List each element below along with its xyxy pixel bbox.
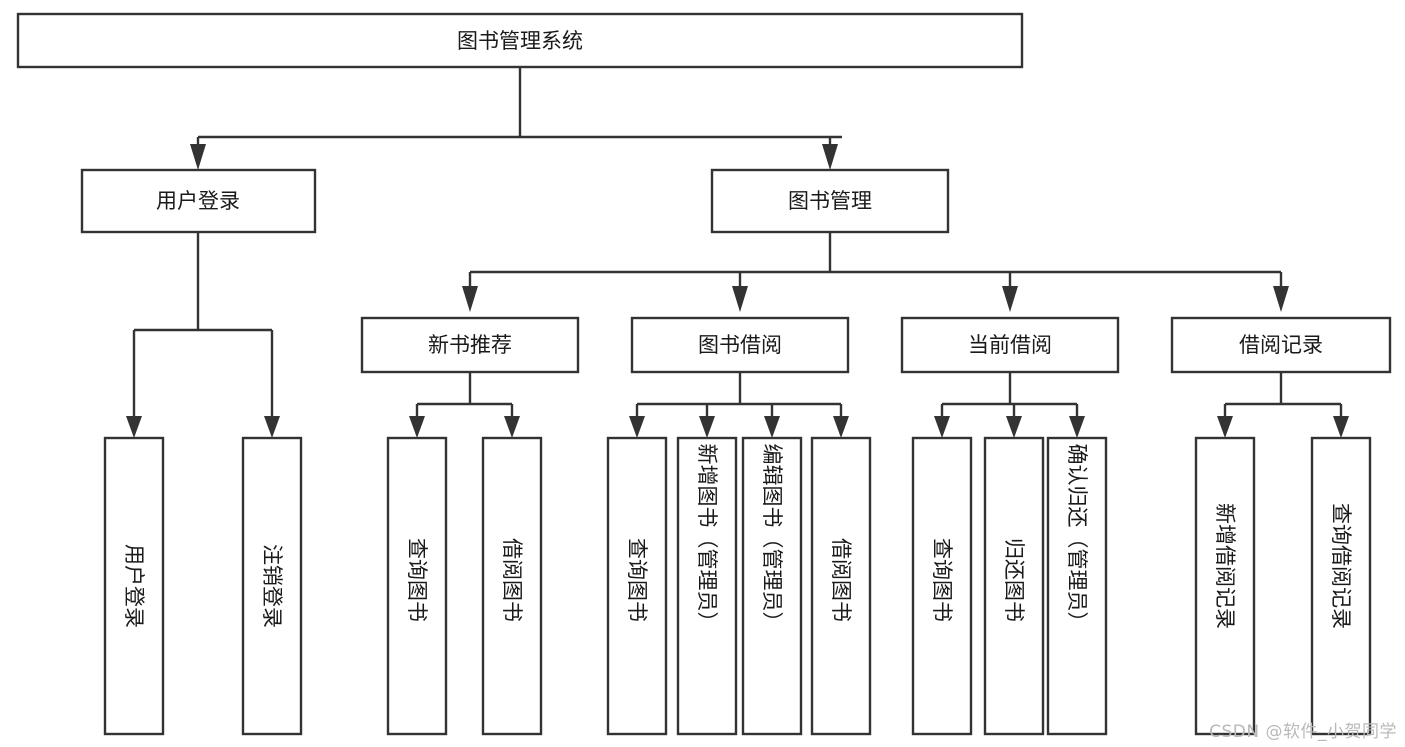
node-leaf-6[interactable]: 新增图书（管理员） — [676, 436, 738, 736]
node-leaf-11[interactable]: 确认归还（管理员） — [1046, 436, 1108, 736]
arrow-to-leaf-6 — [699, 416, 715, 438]
node-leaf-5-label: 查询图书 — [625, 538, 649, 622]
node-leaf-7-box[interactable] — [741, 436, 803, 736]
node-borrow-box[interactable] — [630, 316, 850, 374]
arrow-to-leaf-7 — [764, 416, 780, 438]
node-bookmgmt-label: 图书管理 — [788, 189, 872, 213]
arrow-to-bookmgmt — [822, 144, 838, 170]
node-leaf-6-box[interactable] — [676, 436, 738, 736]
node-leaf-8-label: 借阅图书 — [829, 538, 853, 622]
node-newbook[interactable]: 新书推荐 — [360, 316, 580, 374]
node-leaf-5-box[interactable] — [606, 436, 668, 736]
edge-login-trunk — [132, 232, 274, 428]
node-leaf-12[interactable]: 新增借阅记录 — [1194, 436, 1256, 736]
node-leaf-13-label: 查询借阅记录 — [1329, 503, 1353, 629]
node-leaf-4-box[interactable] — [481, 436, 543, 736]
arrow-to-leaf-11 — [1069, 416, 1085, 438]
edge-records-trunk — [1223, 372, 1343, 428]
node-login-label: 用户登录 — [156, 189, 240, 213]
node-leaf-7[interactable]: 编辑图书（管理员） — [741, 436, 803, 736]
node-root[interactable]: 图书管理系统 — [16, 12, 1024, 69]
node-current-label: 当前借阅 — [968, 333, 1052, 357]
node-leaf-1[interactable]: 用户登录 — [103, 436, 165, 736]
arrow-to-leaf-10 — [1006, 416, 1022, 438]
node-leaf-12-box[interactable] — [1194, 436, 1256, 736]
edge-root-trunk — [196, 67, 842, 160]
node-leaf-2-label: 注销登录 — [260, 544, 284, 628]
node-newbook-label: 新书推荐 — [428, 333, 512, 357]
node-current-box[interactable] — [900, 316, 1120, 374]
node-leaf-1-box[interactable] — [103, 436, 165, 736]
node-leaf-1-label: 用户登录 — [122, 544, 146, 628]
node-leaf-4[interactable]: 借阅图书 — [481, 436, 543, 736]
arrow-to-leaf-1 — [126, 416, 142, 438]
arrow-to-leaf-4 — [504, 416, 520, 438]
node-leaf-11-label: 确认归还（管理员） — [1065, 444, 1089, 633]
node-leaf-13-box[interactable] — [1310, 436, 1372, 736]
arrow-to-records — [1273, 286, 1289, 312]
node-leaf-4-label: 借阅图书 — [500, 538, 524, 622]
arrow-to-borrow — [732, 286, 748, 312]
node-leaf-9-box[interactable] — [911, 436, 973, 736]
node-root-box[interactable] — [16, 12, 1024, 69]
node-leaf-7-label: 编辑图书（管理员） — [760, 444, 784, 633]
arrow-to-leaf-2 — [264, 416, 280, 438]
node-borrow-label: 图书借阅 — [698, 333, 782, 357]
edge-newbook-trunk — [415, 372, 514, 428]
edge-borrow-trunk — [635, 372, 843, 428]
node-records-label: 借阅记录 — [1239, 333, 1323, 357]
node-leaf-9-label: 查询图书 — [930, 538, 954, 622]
node-leaf-10-label: 归还图书 — [1002, 538, 1026, 622]
node-leaf-2[interactable]: 注销登录 — [241, 436, 303, 736]
node-leaf-3-box[interactable] — [386, 436, 448, 736]
node-borrow[interactable]: 图书借阅 — [630, 316, 850, 374]
arrow-to-leaf-5 — [629, 416, 645, 438]
edges-layer — [132, 67, 1343, 428]
arrow-to-leaf-3 — [409, 416, 425, 438]
arrow-to-leaf-8 — [833, 416, 849, 438]
arrow-to-current — [1002, 286, 1018, 312]
node-leaf-3[interactable]: 查询图书 — [386, 436, 448, 736]
node-leaf-12-label: 新增借阅记录 — [1213, 503, 1237, 629]
node-root-label: 图书管理系统 — [457, 29, 583, 53]
node-newbook-box[interactable] — [360, 316, 580, 374]
node-leaf-5[interactable]: 查询图书 — [606, 436, 668, 736]
node-records[interactable]: 借阅记录 — [1170, 316, 1392, 374]
node-bookmgmt-box[interactable] — [710, 168, 950, 234]
node-leaf-2-box[interactable] — [241, 436, 303, 736]
arrow-to-newbook — [462, 286, 478, 312]
node-leaf-13[interactable]: 查询借阅记录 — [1310, 436, 1372, 736]
arrow-to-leaf-9 — [934, 416, 950, 438]
node-bookmgmt[interactable]: 图书管理 — [710, 168, 950, 234]
edge-bookmgmt-trunk — [468, 232, 1283, 300]
node-leaf-6-label: 新增图书（管理员） — [695, 444, 719, 633]
csdn-watermark: CSDN @软件_小贺同学 — [1209, 722, 1397, 742]
node-login-box[interactable] — [80, 168, 317, 234]
node-leaf-3-label: 查询图书 — [405, 538, 429, 622]
node-leaf-9[interactable]: 查询图书 — [911, 436, 973, 736]
arrowheads-layer — [126, 144, 1349, 438]
node-login[interactable]: 用户登录 — [80, 168, 317, 234]
node-leaf-10[interactable]: 归还图书 — [983, 436, 1045, 736]
arrow-to-leaf-12 — [1217, 416, 1233, 438]
arrow-to-leaf-13 — [1333, 416, 1349, 438]
node-leaf-8[interactable]: 借阅图书 — [810, 436, 872, 736]
node-records-box[interactable] — [1170, 316, 1392, 374]
arrow-to-login — [190, 144, 206, 170]
node-leaf-8-box[interactable] — [810, 436, 872, 736]
node-current[interactable]: 当前借阅 — [900, 316, 1120, 374]
node-leaf-10-box[interactable] — [983, 436, 1045, 736]
node-leaf-11-box[interactable] — [1046, 436, 1108, 736]
